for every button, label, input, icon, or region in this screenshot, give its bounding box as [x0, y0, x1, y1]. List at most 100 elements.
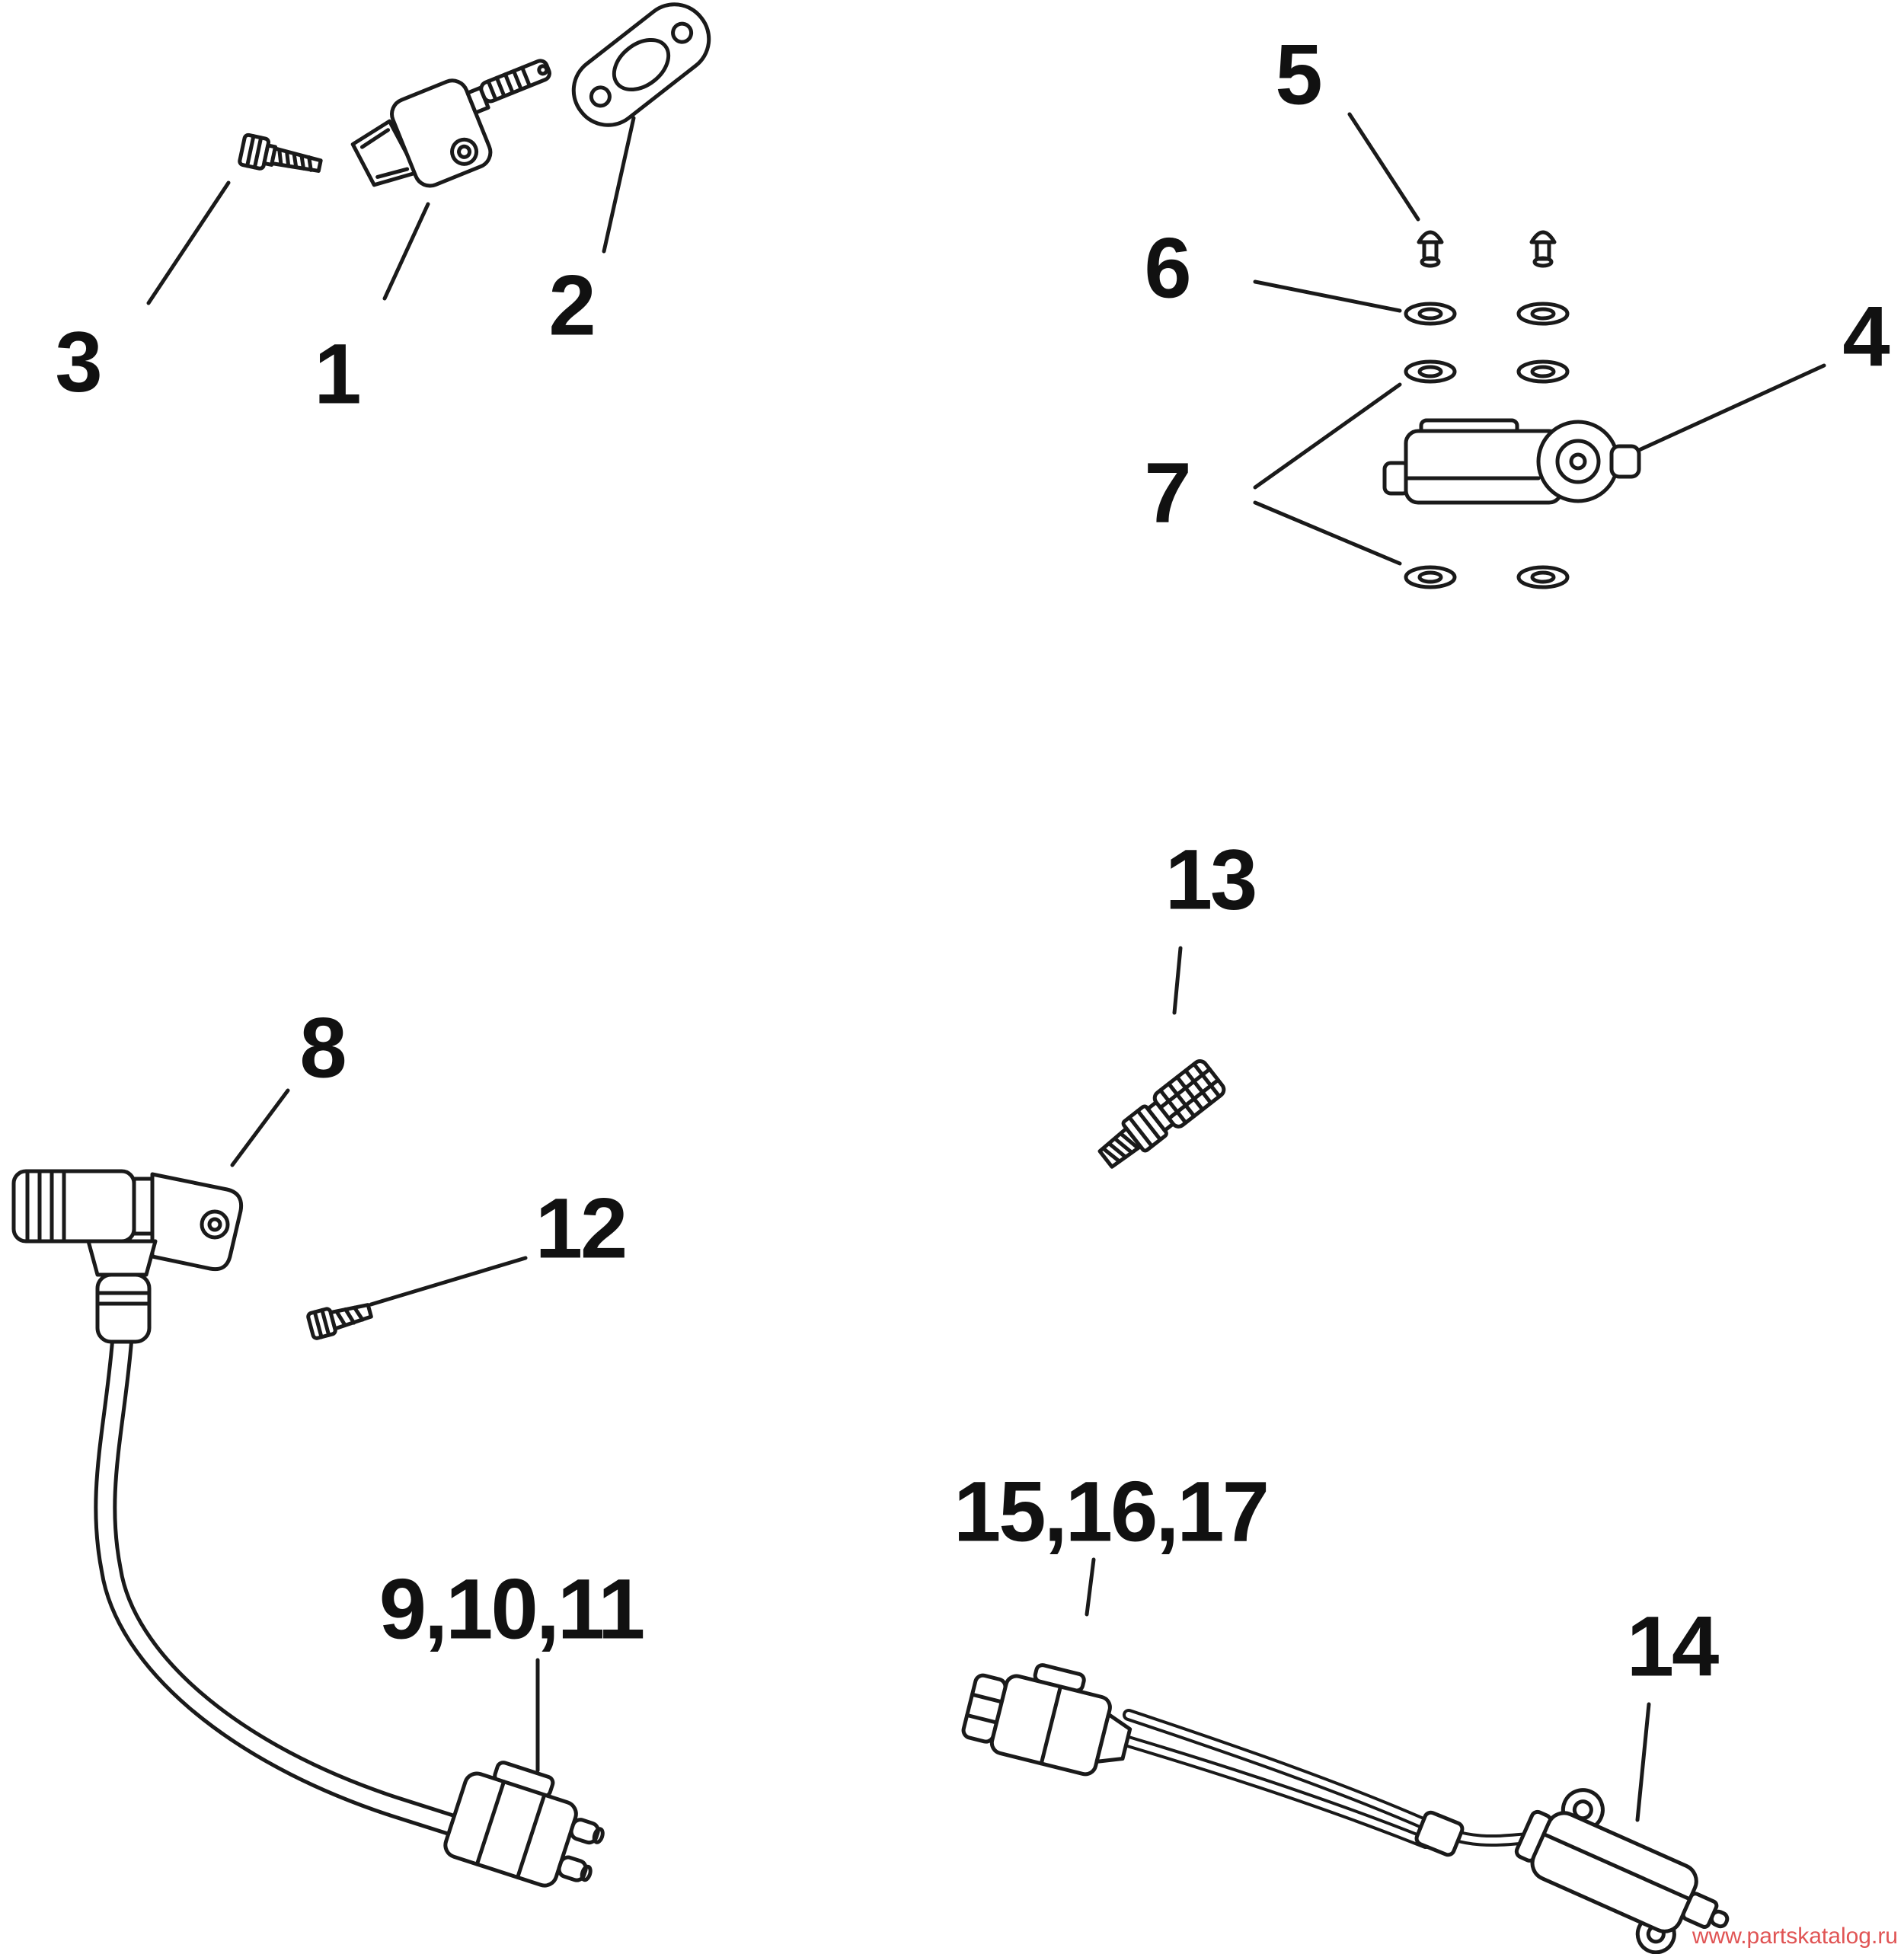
wire-lower-core	[1123, 1738, 1429, 1846]
bolt-threads	[334, 1305, 365, 1327]
washer	[1404, 359, 1457, 384]
part-9-10-11-connector	[443, 1761, 605, 1888]
washer	[1516, 359, 1570, 384]
bolt-head-facets	[312, 1307, 331, 1339]
callout-14: 14	[1626, 1598, 1720, 1694]
sensor-mount-hole-inner	[457, 144, 472, 159]
leader-2	[602, 116, 636, 254]
part-1-sensor	[350, 59, 551, 188]
cps-cable-core	[97, 1334, 468, 1835]
washer-hole	[1417, 365, 1443, 378]
sensor-thread-lines	[1101, 1132, 1140, 1164]
part-14-valve	[1514, 1788, 1730, 1954]
gasket-bolt-hole-right	[671, 21, 694, 44]
gasket-center-hole	[612, 37, 671, 92]
connector-front-lines	[965, 1692, 1004, 1725]
callout-4: 4	[1842, 289, 1890, 385]
washer-hole	[1530, 365, 1556, 378]
leader-5	[1347, 112, 1420, 222]
connector-boot	[1094, 1712, 1132, 1764]
wire-upper-core	[1126, 1712, 1532, 1844]
washer-hole	[1417, 307, 1443, 321]
screw-left	[1417, 230, 1444, 268]
sensor-connector-mouth	[359, 128, 410, 179]
leader-lines	[146, 112, 1826, 1822]
cps-body	[11, 1169, 136, 1244]
callout-8: 8	[299, 1000, 347, 1096]
callout-2: 2	[548, 257, 596, 353]
bolt-threads	[277, 148, 313, 172]
screw-cap	[1417, 230, 1444, 244]
part-15-16-17-connector	[961, 1663, 1132, 1777]
part-7-washers	[1404, 565, 1570, 589]
cps-boot	[95, 1272, 152, 1344]
sensor-hex-facets	[1127, 1109, 1163, 1148]
tps-stub	[1609, 444, 1641, 479]
part-3-bolt	[238, 133, 323, 173]
valve-plunger-tip	[1709, 1909, 1730, 1929]
washer	[1404, 565, 1457, 589]
leader-6	[1253, 279, 1402, 313]
screw-foot	[1532, 256, 1554, 268]
sleeve-wrap	[1414, 1810, 1465, 1857]
valve-body-line	[1543, 1832, 1692, 1901]
leader-7-lower	[1253, 500, 1402, 566]
cps-mount-hole	[200, 1209, 230, 1240]
screw-right	[1529, 230, 1557, 268]
connector-pin-tip	[592, 1827, 605, 1844]
callout-15-16-17: 15,16,17	[954, 1464, 1270, 1560]
washer-hole	[1417, 570, 1443, 584]
cps-flange	[150, 1172, 244, 1272]
tps-boss-center	[1569, 452, 1587, 471]
connector-pin-lower	[557, 1855, 588, 1882]
part-2-gasket	[571, 2, 711, 127]
tps-boss	[1536, 420, 1620, 503]
gasket-outline	[571, 2, 711, 127]
part-12-bolt	[306, 1303, 373, 1340]
callout-5: 5	[1275, 27, 1322, 123]
connector-divider	[1039, 1684, 1062, 1766]
callout-12: 12	[535, 1180, 628, 1276]
leader-4	[1635, 363, 1826, 453]
leader-8	[230, 1088, 290, 1167]
cps-collar	[132, 1177, 155, 1236]
sensor-connector-grid	[1158, 1062, 1222, 1125]
cps-mount-hole-inner	[207, 1217, 222, 1232]
cps-body-ribs	[25, 1169, 66, 1244]
callout-3: 3	[55, 314, 102, 410]
leader-14	[1635, 1702, 1651, 1822]
gasket-bolt-hole-left	[589, 85, 612, 108]
sensor-probe-ribs	[486, 65, 532, 102]
leader-7-upper	[1253, 382, 1402, 490]
callout-1: 1	[314, 326, 361, 422]
part-5-screws	[1417, 230, 1557, 268]
connector-dividers	[474, 1780, 547, 1879]
leader-15-16-17	[1085, 1557, 1096, 1617]
leader-13	[1172, 946, 1183, 1015]
callout-13: 13	[1164, 832, 1258, 928]
washer	[1516, 565, 1570, 589]
tps-boss-inner	[1555, 439, 1601, 484]
wire-sleeve	[1414, 1810, 1465, 1857]
screw-cap	[1529, 230, 1557, 244]
sensor-probe-tip	[537, 64, 549, 76]
screw-foot	[1420, 256, 1441, 268]
leader-1	[382, 202, 430, 301]
part-8-sensor	[11, 1169, 471, 1839]
washer	[1516, 302, 1570, 326]
watermark-text: www.partskatalog.ru	[1692, 1924, 1898, 1949]
connector-pin-tip	[580, 1864, 593, 1882]
connector-pin-upper	[569, 1818, 600, 1845]
washer-hole	[1530, 570, 1556, 584]
valve-body	[1530, 1811, 1698, 1933]
harness-wires	[1120, 1709, 1535, 1857]
callout-7: 7	[1144, 445, 1191, 541]
washer-hole	[1530, 307, 1556, 321]
part-6-washers	[1404, 302, 1570, 384]
sensor-flange	[390, 78, 493, 188]
sensor-mount-hole	[450, 137, 479, 166]
part-13-sensor	[1097, 1059, 1226, 1169]
cps-boot-clamps	[95, 1291, 152, 1306]
